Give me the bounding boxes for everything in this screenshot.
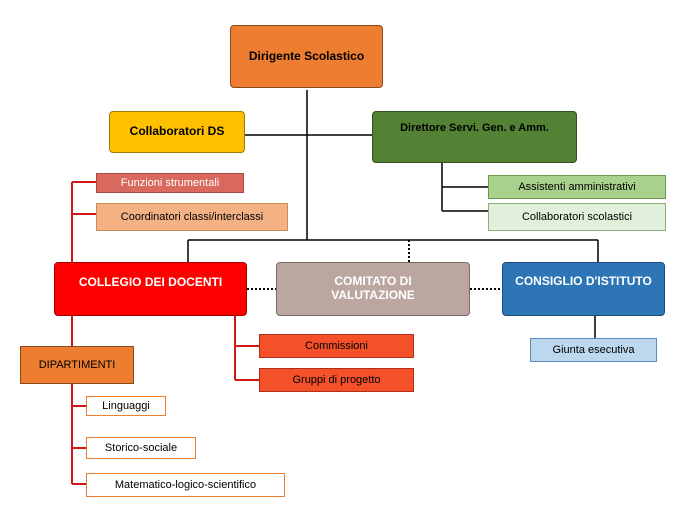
node-label: Gruppi di progetto — [292, 373, 381, 386]
node-collegio-docenti: COLLEGIO DEI DOCENTI — [54, 262, 247, 316]
node-label: Giunta esecutiva — [552, 343, 635, 356]
node-direttore: Direttore Servi. Gen. e Amm. — [372, 111, 577, 163]
node-funzioni-strumentali: Funzioni strumentali — [96, 173, 244, 193]
node-label: Storico-sociale — [104, 441, 178, 454]
node-label: Direttore Servi. Gen. e Amm. — [400, 121, 549, 134]
node-storico-sociale: Storico-sociale — [86, 437, 196, 459]
node-coordinatori: Coordinatori classi/interclassi — [96, 203, 288, 231]
node-label: Matematico-logico-scientifico — [114, 478, 257, 491]
node-linguaggi: Linguaggi — [86, 396, 166, 416]
node-label: Dirigente Scolastico — [248, 48, 365, 63]
node-label: Funzioni strumentali — [120, 176, 220, 189]
node-commissioni: Commissioni — [259, 334, 414, 358]
node-dirigente-scolastico: Dirigente Scolastico — [230, 25, 383, 88]
node-collaboratori-scolastici: Collaboratori scolastici — [488, 203, 666, 231]
node-label: COLLEGIO DEI DOCENTI — [78, 275, 223, 290]
node-label: Collaboratori DS — [129, 124, 225, 139]
node-label: COMITATO DI VALUTAZIONE — [331, 274, 415, 302]
node-label: DIPARTIMENTI — [38, 358, 116, 371]
node-giunta-esecutiva: Giunta esecutiva — [530, 338, 657, 362]
node-label: Coordinatori classi/interclassi — [120, 210, 264, 223]
node-label: CONSIGLIO D'ISTITUTO — [515, 274, 652, 289]
node-label: Collaboratori scolastici — [521, 210, 633, 223]
node-dipartimenti: DIPARTIMENTI — [20, 346, 134, 384]
node-consiglio-istituto: CONSIGLIO D'ISTITUTO — [502, 262, 665, 316]
node-matematico: Matematico-logico-scientifico — [86, 473, 285, 497]
node-label: Linguaggi — [102, 399, 150, 412]
node-gruppi-progetto: Gruppi di progetto — [259, 368, 414, 392]
node-label: Commissioni — [305, 339, 368, 352]
node-collaboratori-ds: Collaboratori DS — [109, 111, 245, 153]
node-comitato-valutazione: COMITATO DI VALUTAZIONE — [276, 262, 470, 316]
node-label: Assistenti amministrativi — [518, 180, 636, 193]
node-assistenti-amministrativi: Assistenti amministrativi — [488, 175, 666, 199]
